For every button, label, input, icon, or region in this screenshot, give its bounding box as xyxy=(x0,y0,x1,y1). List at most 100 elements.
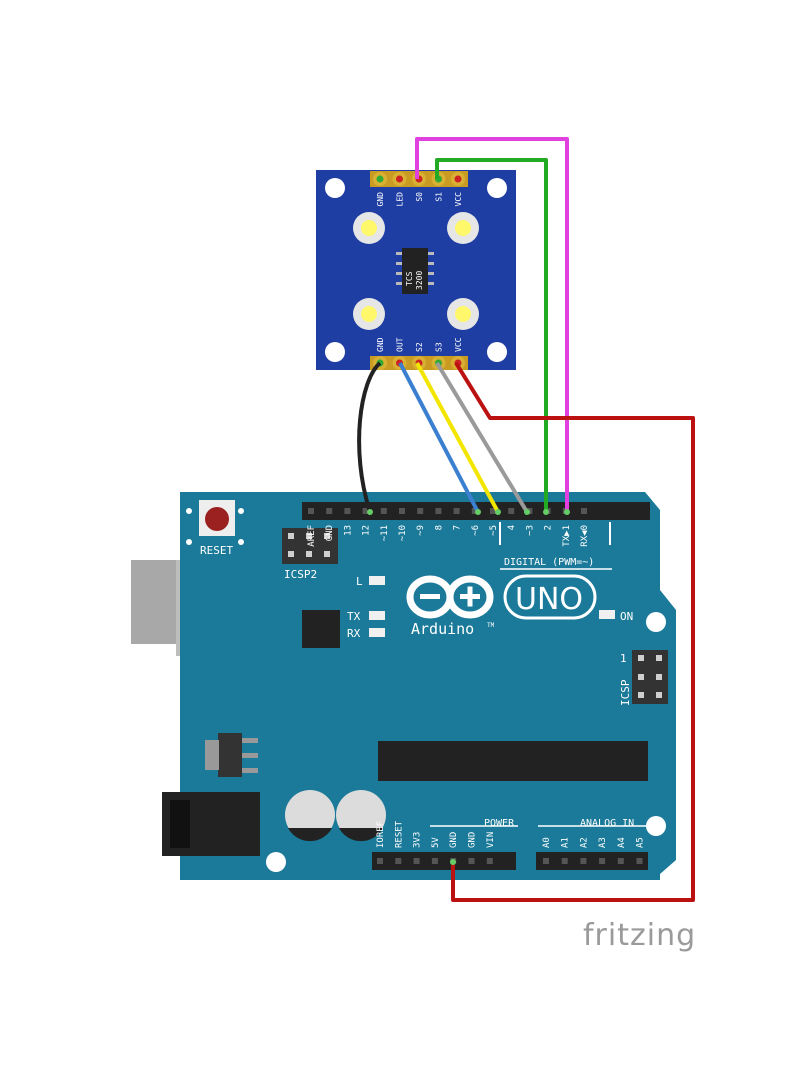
analog-pin-label: A3 xyxy=(598,837,608,848)
white-led xyxy=(353,298,385,330)
digital-pin-label: 13 xyxy=(343,525,353,536)
digital-pin xyxy=(417,508,424,514)
wire-end xyxy=(495,509,501,515)
atmega-chip xyxy=(378,741,648,781)
reset-button-cap[interactable] xyxy=(205,507,229,531)
analog-pin xyxy=(580,858,587,864)
arduino-brand: Arduino xyxy=(411,620,474,638)
regulator-lead xyxy=(242,753,258,758)
digital-pin xyxy=(344,508,351,514)
chip-leads xyxy=(396,252,434,285)
sensor-top-pin-label: S1 xyxy=(435,192,444,202)
sensor-mount-hole xyxy=(325,178,345,198)
analog-pin-label: A1 xyxy=(561,837,571,848)
digital-pin-label: TX▶1 xyxy=(562,525,572,547)
power-pin-label: IOREF xyxy=(376,821,386,848)
sensor-chip xyxy=(402,248,428,294)
digital-pin xyxy=(380,508,387,514)
mount-hole xyxy=(646,816,666,836)
power-pin-label: VIN xyxy=(486,832,496,848)
regulator-lead xyxy=(242,738,258,743)
digital-pin-label: ~5 xyxy=(489,525,499,536)
icsp2-label: ICSP2 xyxy=(284,568,317,581)
digital-pin-label: 12 xyxy=(362,525,372,536)
digital-pin-label: ~6 xyxy=(471,525,481,536)
regulator-tab xyxy=(205,740,219,770)
sensor-top-pin-label: VCC xyxy=(454,192,463,207)
power-pin xyxy=(486,858,493,864)
board-pcb xyxy=(180,492,676,880)
sensor-mount-hole xyxy=(487,342,507,362)
power-header xyxy=(372,852,516,870)
chip-label-2: 3200 xyxy=(415,271,424,290)
analog-pin-label: A5 xyxy=(636,837,646,848)
sensor-bottom-pin-label: VCC xyxy=(454,337,463,352)
digital-pin xyxy=(508,508,515,514)
analog-pin xyxy=(543,858,549,864)
sensor-bottom-pin-label: OUT xyxy=(396,337,405,352)
digital-pin-label: 2 xyxy=(544,525,554,530)
power-pin-label: 3V3 xyxy=(413,832,423,848)
digital-pin xyxy=(471,508,478,514)
analog-pin xyxy=(599,858,606,864)
power-pin-label: 5V xyxy=(431,837,441,848)
power-jack-inner xyxy=(170,800,190,848)
led-l xyxy=(369,576,385,585)
icsp-pin1-label: 1 xyxy=(620,652,627,665)
power-pin xyxy=(377,858,383,864)
icsp-label: ICSP xyxy=(619,679,632,706)
wire-s2-to-7 xyxy=(415,362,500,513)
digital-pin-label: ~11 xyxy=(380,525,390,541)
mount-hole xyxy=(238,508,244,514)
white-led xyxy=(353,212,385,244)
digital-pin-label: ~10 xyxy=(398,525,408,541)
digital-pin xyxy=(453,508,460,514)
analog-pin xyxy=(636,858,643,864)
analog-pins xyxy=(543,858,643,864)
mount-hole xyxy=(266,852,286,872)
icsp-pins xyxy=(638,655,662,698)
wire-end xyxy=(564,509,570,515)
digital-pin xyxy=(362,508,369,514)
analog-pin xyxy=(617,858,624,864)
icsp-header xyxy=(632,650,668,704)
digital-pin-label: RX◀0 xyxy=(580,525,590,547)
wire-vcc-to-5v xyxy=(451,361,695,902)
sensor-bottom-pin-label: S3 xyxy=(435,342,444,352)
analog-pin-label: A2 xyxy=(579,837,589,848)
usb-chip xyxy=(302,610,340,648)
sensor-mount-hole xyxy=(487,178,507,198)
wire-end xyxy=(450,859,456,865)
capacitor xyxy=(285,790,335,842)
led-rx-label: RX xyxy=(347,627,361,640)
analog-pin xyxy=(561,858,568,864)
arduino-logo: UNO Arduino TM xyxy=(406,574,597,638)
led-tx-label: TX xyxy=(347,610,361,623)
digital-pin-label: AREF xyxy=(307,525,317,547)
wire-s3-to-6 xyxy=(435,361,529,514)
icsp2-pins xyxy=(288,533,330,557)
led-rx xyxy=(369,628,385,637)
mount-hole xyxy=(186,508,192,514)
digital-pin-label: 8 xyxy=(434,525,444,530)
wire-s1-to-5 xyxy=(435,158,548,512)
sensor-bottom-pin-label: GND xyxy=(376,337,385,352)
fritzing-watermark: fritzing xyxy=(583,918,697,953)
analog-header xyxy=(536,852,648,870)
wire-gnd-to-gnd xyxy=(357,361,382,513)
digital-pin-label: 7 xyxy=(453,525,463,530)
power-pin xyxy=(431,858,438,864)
digital-pin-label: ~9 xyxy=(416,525,426,536)
power-pin-label: GND xyxy=(449,832,459,848)
mount-hole xyxy=(238,539,244,545)
mount-hole xyxy=(646,612,666,632)
digital-pin xyxy=(308,508,314,514)
uno-logo-text: UNO xyxy=(515,582,583,617)
reset-label: RESET xyxy=(200,544,233,557)
